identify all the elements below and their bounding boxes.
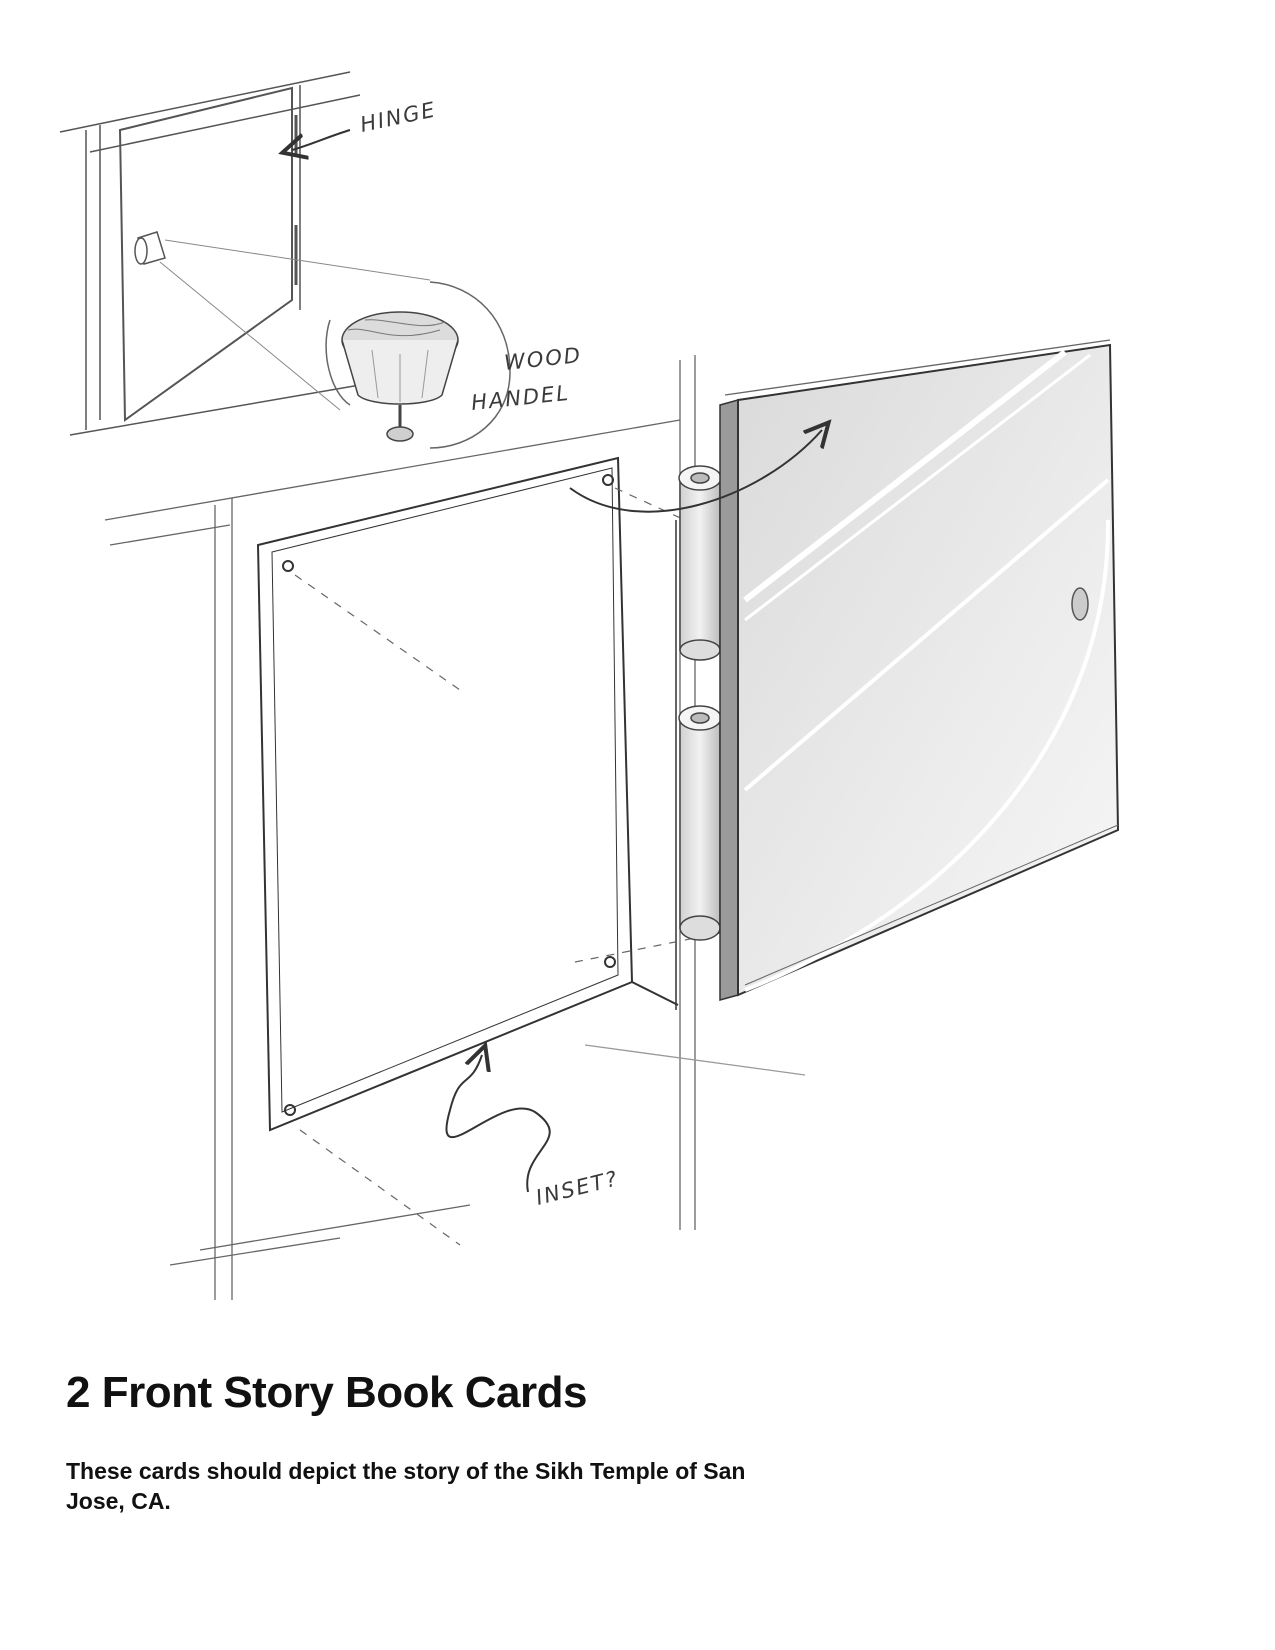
annotation-arrows	[292, 129, 822, 1193]
wood-label: WOOD	[503, 343, 583, 375]
hinge-label: HINGE	[358, 97, 439, 137]
inset-label: INSET?	[533, 1166, 621, 1210]
description-text: These cards should depict the story of t…	[66, 1458, 746, 1514]
glass-panel	[719, 343, 1120, 1001]
cabinet-sketch-diagram: HINGE WOOD HANDEL INSET?	[59, 71, 1120, 1300]
inset-card-frame	[256, 456, 679, 1132]
handel-label: HANDEL	[470, 381, 571, 415]
hinge-cylinders	[678, 465, 722, 941]
small-knob-sketch	[134, 231, 431, 411]
small-door-sketch	[59, 71, 361, 436]
wood-handle-detail	[325, 281, 511, 449]
page-title: 2 Front Story Book Cards	[66, 1368, 587, 1417]
